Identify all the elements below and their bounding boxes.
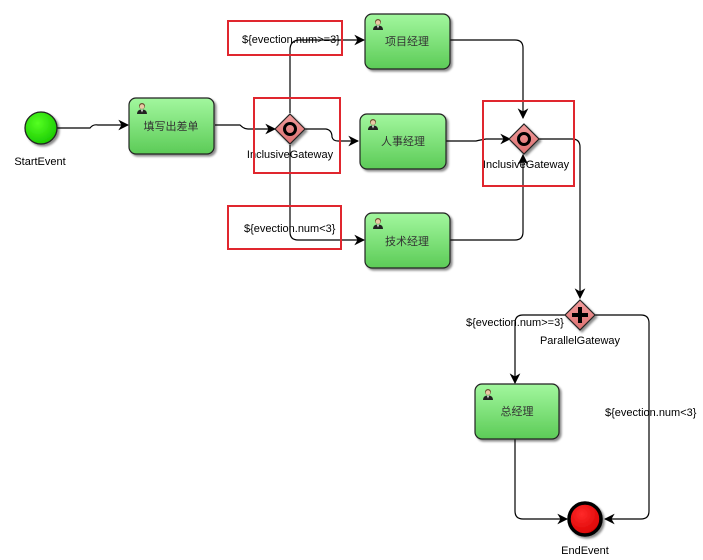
highlight-box-gateway-2: [482, 100, 575, 187]
task-t5[interactable]: 总经理: [474, 383, 560, 440]
end-event-label: EndEvent: [561, 545, 609, 557]
gateway-label: ParallelGateway: [540, 335, 621, 347]
edge-t4-to-g2[interactable]: [450, 153, 529, 241]
edge-t2-to-g2[interactable]: [450, 39, 529, 120]
task-label: 项目经理: [385, 35, 429, 48]
gateway-label: InclusiveGateway: [483, 159, 570, 171]
inclusive-circle-icon: [517, 132, 531, 146]
edges: [57, 34, 650, 525]
task-t1[interactable]: 填写出差单: [128, 97, 215, 155]
task-t2[interactable]: 项目经理: [364, 13, 451, 70]
condition-label: ${evection.num<3}: [244, 223, 336, 235]
inclusive-circle-icon: [283, 122, 297, 136]
task-label: 填写出差单: [144, 119, 199, 133]
edge-t1-to-g1[interactable]: [215, 123, 277, 135]
task-t4[interactable]: 技术经理: [364, 212, 451, 269]
task-t3[interactable]: 人事经理: [359, 113, 447, 170]
condition-label: ${evection.num>=3}: [242, 34, 340, 46]
edge-g2-to-g3[interactable]: [538, 138, 586, 300]
gateway-label: InclusiveGateway: [247, 149, 334, 161]
highlight-box-condition-2: [227, 205, 342, 250]
edge-g3-to-end[interactable]: [595, 314, 650, 525]
highlight-box-gateway-1: [253, 97, 341, 174]
gateway-g1[interactable]: InclusiveGateway: [247, 113, 334, 161]
end-event[interactable]: EndEvent: [561, 501, 609, 557]
highlight-boxes: [227, 20, 575, 250]
task-label: 技术经理: [385, 235, 429, 248]
highlight-box-condition-1: [227, 20, 343, 56]
gateway-g3[interactable]: ParallelGateway: [540, 299, 621, 347]
edge-start-to-t1[interactable]: [57, 119, 130, 131]
edge-g1-to-t2[interactable]: [289, 34, 366, 113]
edge-t3-to-g2[interactable]: [446, 133, 512, 145]
condition-label: ${evection.num<3}: [605, 407, 697, 419]
edge-g3-to-t5[interactable]: [509, 314, 565, 385]
start-event-label: StartEvent: [14, 156, 65, 168]
task-label: 总经理: [501, 404, 534, 418]
task-label: 人事经理: [381, 135, 425, 148]
gateway-g2[interactable]: InclusiveGateway: [483, 123, 570, 171]
edge-g1-to-t3[interactable]: [305, 128, 360, 147]
parallel-plus-icon: [572, 307, 588, 323]
edge-t5-to-end[interactable]: [514, 439, 569, 525]
start-event[interactable]: StartEvent: [14, 111, 66, 168]
edge-g1-to-t4[interactable]: [289, 145, 366, 246]
condition-label: ${evection.num>=3}: [466, 317, 564, 329]
